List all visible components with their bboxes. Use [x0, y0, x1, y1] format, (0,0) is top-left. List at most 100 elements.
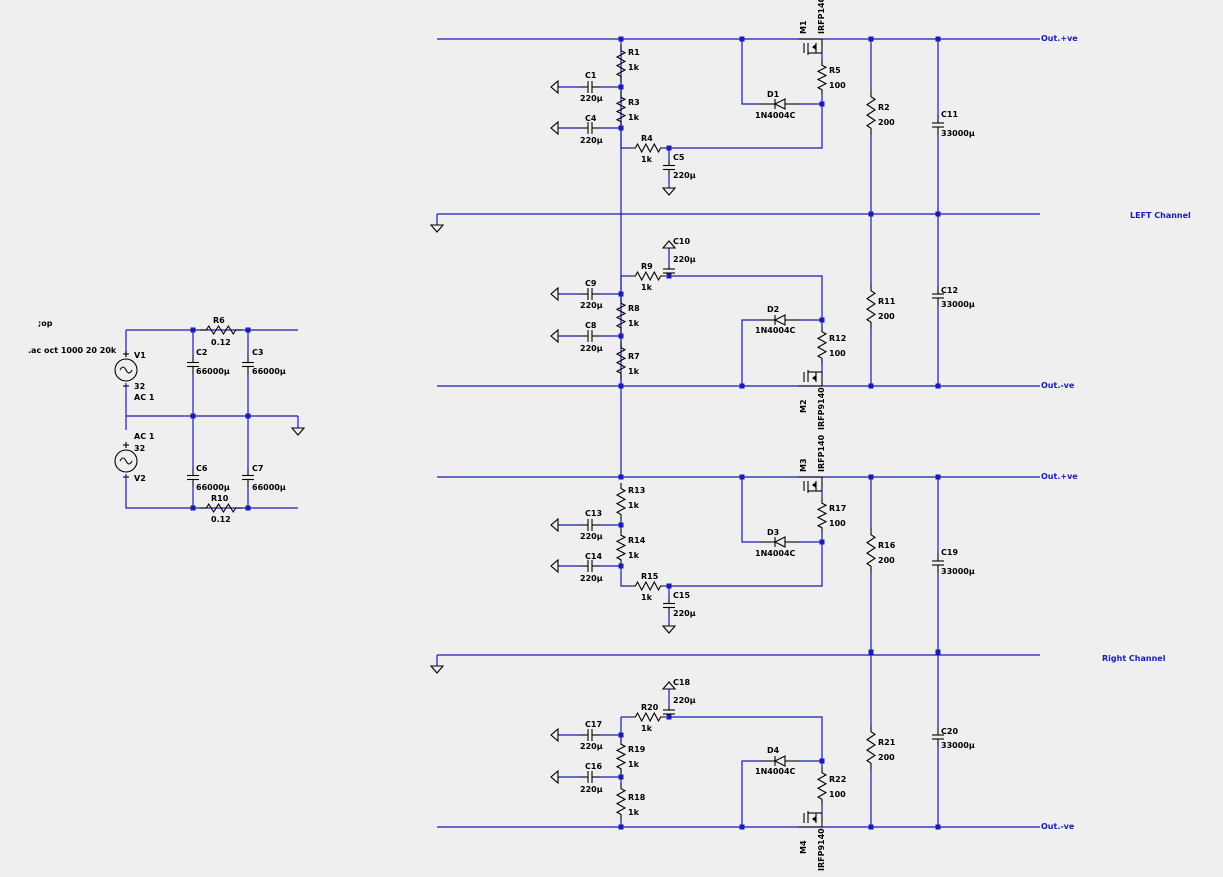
resistor-r18[interactable] [615, 783, 627, 820]
resistor-r10[interactable] [200, 502, 242, 514]
capacitor-c12[interactable] [932, 286, 944, 306]
label-r7-name: R7 [628, 352, 640, 361]
capacitor-c1[interactable] [580, 81, 600, 93]
capacitor-c14[interactable] [580, 560, 600, 572]
label-c11-name: C11 [941, 110, 958, 119]
resistor-r15[interactable] [630, 580, 666, 592]
label-c17-value: 220μ [580, 742, 603, 751]
label-d2-value: 1N4004C [755, 326, 796, 335]
label-r12-name: R12 [829, 334, 846, 343]
label-r2-name: R2 [878, 103, 890, 112]
diode-d4[interactable] [760, 755, 800, 767]
label-d1-value: 1N4004C [755, 111, 796, 120]
resistor-r8[interactable] [615, 298, 627, 333]
junction-dot [819, 101, 825, 107]
label-r13-name: R13 [628, 486, 645, 495]
resistor-r21[interactable] [865, 725, 877, 770]
resistor-r2[interactable] [865, 90, 877, 135]
label-r17-name: R17 [829, 504, 846, 513]
label-r22-name: R22 [829, 775, 846, 784]
resistor-r22[interactable] [816, 767, 828, 805]
label-v2-ac: AC 1 [134, 432, 155, 441]
wire [666, 533, 823, 587]
capacitor-c7[interactable] [242, 468, 254, 487]
wire [666, 95, 823, 149]
junction-dot [618, 522, 624, 528]
resistor-r1[interactable] [615, 45, 627, 82]
junction-dot [666, 714, 672, 720]
resistor-r11[interactable] [865, 284, 877, 329]
capacitor-c13[interactable] [580, 519, 600, 531]
ground-c9 [550, 286, 559, 302]
capacitor-c9[interactable] [580, 288, 600, 300]
junction-dot [868, 383, 874, 389]
capacitor-c5[interactable] [663, 160, 675, 175]
mosfet-m3[interactable] [798, 476, 823, 493]
resistor-r9[interactable] [630, 270, 666, 282]
resistor-r5[interactable] [816, 60, 828, 95]
capacitor-c16[interactable] [580, 771, 600, 783]
diode-d2[interactable] [760, 314, 800, 326]
label-c6-name: C6 [196, 464, 208, 473]
capacitor-c6[interactable] [187, 468, 199, 487]
label-c6-value: 66000μ [196, 483, 230, 492]
resistor-r6[interactable] [200, 324, 242, 336]
resistor-r13[interactable] [615, 483, 627, 520]
mosfet-m2[interactable] [798, 370, 823, 387]
capacitor-c8[interactable] [580, 330, 600, 342]
diode-d3[interactable] [760, 536, 800, 548]
mosfet-m4[interactable] [798, 811, 823, 828]
capacitor-c2[interactable] [187, 355, 199, 374]
capacitor-c20[interactable] [932, 727, 944, 747]
junction-dot [935, 211, 941, 217]
resistor-r16[interactable] [865, 528, 877, 573]
label-r5-value: 100 [829, 81, 846, 90]
junction-dot [190, 413, 196, 419]
resistor-r20[interactable] [630, 711, 666, 723]
capacitor-c4[interactable] [580, 122, 600, 134]
wire [741, 760, 760, 827]
label-d4-name: D4 [767, 746, 780, 755]
capacitor-c3[interactable] [242, 355, 254, 374]
capacitor-c19[interactable] [932, 553, 944, 573]
voltage-source-v2[interactable] [114, 442, 138, 478]
label-c2-name: C2 [196, 348, 207, 357]
label-r8-name: R8 [628, 304, 640, 313]
label-r19-name: R19 [628, 745, 646, 754]
junction-dot [666, 583, 672, 589]
voltage-source-v1[interactable] [114, 351, 138, 387]
label-c17-name: C17 [585, 720, 602, 729]
resistor-r14[interactable] [615, 530, 627, 565]
ground-c4 [550, 120, 559, 136]
label-output-positive: Out.+ve [1041, 34, 1078, 43]
resistor-r7[interactable] [615, 342, 627, 379]
resistor-r17[interactable] [816, 498, 828, 533]
ground-c14 [550, 558, 559, 574]
ground-c1 [550, 79, 559, 95]
label-c14-value: 220μ [580, 574, 603, 583]
resistor-r19[interactable] [615, 739, 627, 774]
label-r16-value: 200 [878, 556, 895, 565]
label-c10-value: 220μ [673, 255, 696, 264]
resistor-r12[interactable] [816, 326, 828, 364]
label-r19-value: 1k [628, 760, 640, 769]
label-d1-name: D1 [767, 90, 780, 99]
resistor-r3[interactable] [615, 92, 627, 127]
capacitor-c11[interactable] [932, 115, 944, 135]
spice-directive-ac: .ac oct 1000 20 20k [28, 346, 117, 355]
mosfet-m1[interactable] [798, 38, 823, 55]
capacitor-c15[interactable] [663, 598, 675, 613]
resistor-r4[interactable] [630, 142, 666, 154]
label-r20-name: R20 [641, 703, 659, 712]
junction-dot [618, 333, 624, 339]
diode-d1[interactable] [760, 98, 800, 110]
wire [741, 39, 760, 105]
label-c2-value: 66000μ [196, 367, 230, 376]
ground-rail-symbol [429, 224, 445, 233]
label-r9-value: 1k [641, 283, 653, 292]
label-r3-name: R3 [628, 98, 640, 107]
capacitor-c17[interactable] [580, 729, 600, 741]
label-c8-name: C8 [585, 321, 597, 330]
label-r20-value: 1k [641, 724, 653, 733]
